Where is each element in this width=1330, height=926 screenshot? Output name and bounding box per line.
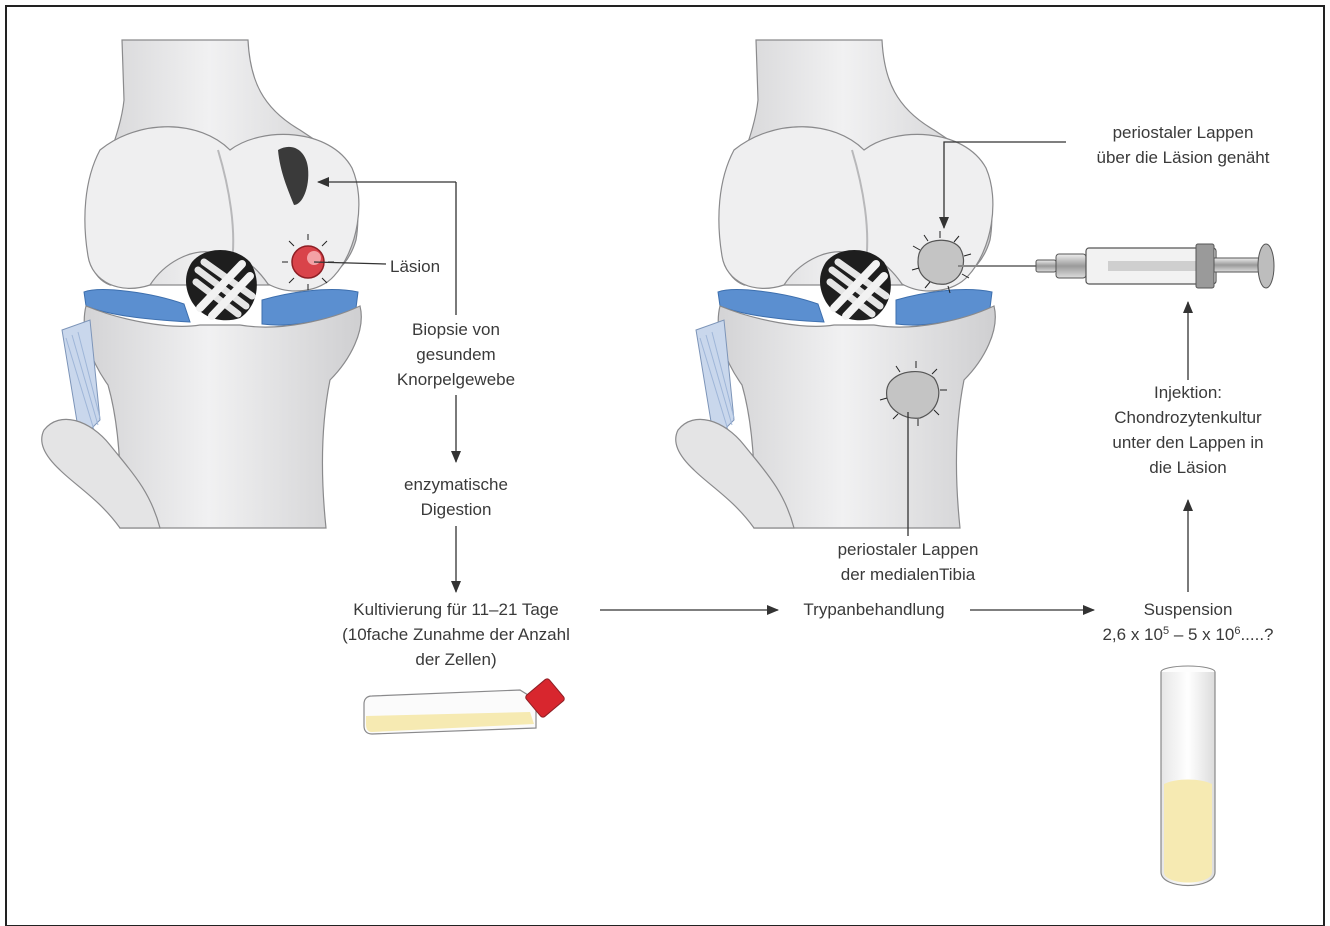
syringe-icon — [958, 244, 1274, 288]
label-injection: Injektion: Chondrozytenkultur unter den … — [1088, 380, 1288, 480]
label-biopsy: Biopsie von gesundem Knorpelgewebe — [376, 317, 536, 392]
test-tube-icon — [1161, 666, 1215, 886]
label-digestion: enzymatische Digestion — [366, 472, 546, 522]
knee-joint-icon — [42, 40, 362, 528]
knee-joint-treated-icon — [676, 40, 996, 528]
label-cultivation: Kultivierung für 11–21 Tage (10fache Zun… — [316, 597, 596, 672]
label-lesion: Läsion — [390, 254, 440, 279]
label-trypsin: Trypanbehandlung — [784, 597, 964, 622]
suspension-range: 2,6 x 105 – 5 x 106.....? — [1078, 622, 1298, 647]
label-periosteal-flap-tibia: periostaler Lappen der medialenTibia — [808, 537, 1008, 587]
label-periosteal-flap-sutured: periostaler Lappen über die Läsion genäh… — [1068, 120, 1298, 170]
label-suspension: Suspension 2,6 x 105 – 5 x 106.....? — [1078, 597, 1298, 647]
culture-flask-icon — [364, 678, 565, 734]
